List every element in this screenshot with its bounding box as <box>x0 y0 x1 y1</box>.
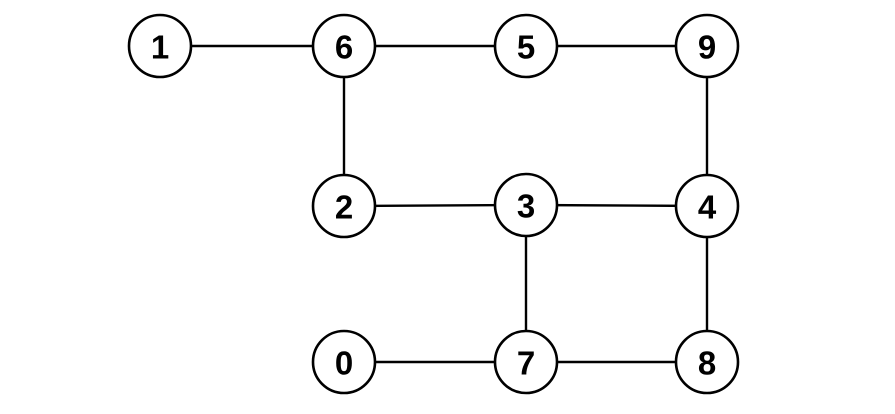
graph-node-circle-9 <box>674 13 740 79</box>
graph-node-label-4: 4 <box>698 189 717 226</box>
graph-node-8: 8 <box>674 329 740 395</box>
graph-node-circle-5 <box>493 13 559 79</box>
graph-node-circle-6 <box>311 13 377 79</box>
graph-node-0: 0 <box>311 329 377 395</box>
graph-node-1: 1 <box>127 13 193 79</box>
graph-node-6: 6 <box>311 13 377 79</box>
graph-node-label-3: 3 <box>517 188 535 225</box>
graph-node-circle-3 <box>493 172 559 238</box>
graph-node-circle-0 <box>311 329 377 395</box>
graph-node-circle-2 <box>311 173 377 239</box>
graph-node-2: 2 <box>311 173 377 239</box>
graph-node-label-1: 1 <box>151 29 169 66</box>
graph-node-circle-4 <box>674 173 740 239</box>
graph-node-label-2: 2 <box>335 189 353 226</box>
graph-node-7: 7 <box>493 329 559 395</box>
graph-node-4: 4 <box>674 173 740 239</box>
graph-node-5: 5 <box>493 13 559 79</box>
graph-node-3: 3 <box>493 172 559 238</box>
graph-node-label-9: 9 <box>698 29 716 66</box>
graph-node-circle-1 <box>127 13 193 79</box>
graph-node-label-5: 5 <box>517 29 535 66</box>
graph-node-circle-7 <box>493 329 559 395</box>
graph-node-label-0: 0 <box>335 345 353 382</box>
edges-layer <box>160 44 709 364</box>
graph-node-9: 9 <box>674 13 740 79</box>
graph-node-label-6: 6 <box>335 29 353 66</box>
graph-node-circle-8 <box>674 329 740 395</box>
graph-node-label-7: 7 <box>517 345 535 382</box>
graph-node-label-8: 8 <box>698 345 716 382</box>
nodes-layer: 1 6 5 9 2 3 4 0 7 8 <box>127 13 740 395</box>
